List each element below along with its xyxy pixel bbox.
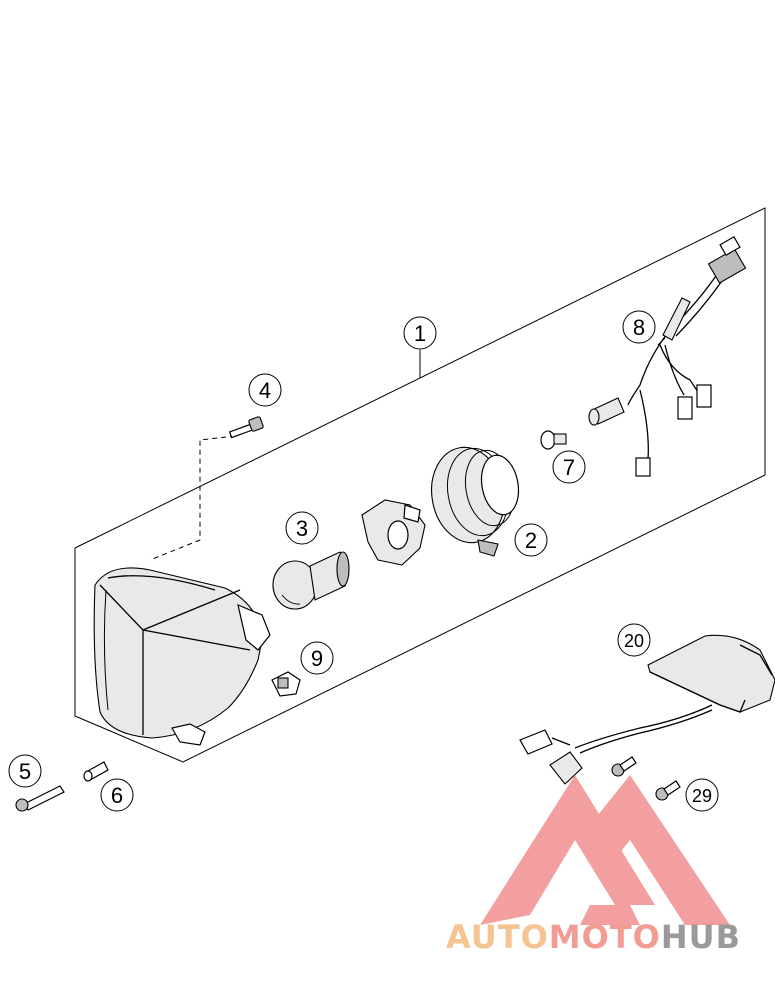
plate-lamp-part-20 xyxy=(519,634,775,785)
screw-part-29 xyxy=(611,756,681,801)
callout-label-3: 3 xyxy=(285,511,319,545)
callout-label-20: 20 xyxy=(617,623,651,657)
callout-label-4: 4 xyxy=(248,373,282,407)
svg-text:8: 8 xyxy=(633,315,645,340)
bolt-part-4 xyxy=(228,416,264,439)
bulb-part-3 xyxy=(272,551,350,610)
svg-text:9: 9 xyxy=(311,646,323,671)
callout-label-8: 8 xyxy=(622,310,656,344)
bolt-part-5 xyxy=(15,785,65,812)
small-bulb-part-7 xyxy=(540,430,567,450)
svg-text:4: 4 xyxy=(259,378,271,403)
sleeve-part-6 xyxy=(83,761,109,782)
retaining-ring xyxy=(361,499,426,566)
socket-part-9 xyxy=(271,671,301,697)
wiring-harness-part-8 xyxy=(588,235,747,477)
svg-text:29: 29 xyxy=(692,786,712,806)
watermark-text-moto: MOTO xyxy=(548,918,661,956)
callout-label-5: 5 xyxy=(8,754,42,788)
watermark-text: AUTOMOTOHUB xyxy=(446,918,741,956)
headlight-housing xyxy=(93,567,271,746)
callout-label-7: 7 xyxy=(552,450,586,484)
svg-text:3: 3 xyxy=(296,516,308,541)
svg-text:1: 1 xyxy=(414,321,426,346)
assembly-frame xyxy=(74,207,766,763)
rubber-boot-part-2 xyxy=(431,446,520,557)
watermark-logo xyxy=(480,775,730,925)
svg-text:5: 5 xyxy=(19,759,31,784)
callout-label-29: 29 xyxy=(685,778,719,812)
watermark-text-hub: HUB xyxy=(660,918,742,956)
callout-label-1: 1 xyxy=(403,316,437,350)
svg-text:20: 20 xyxy=(624,631,644,651)
svg-text:7: 7 xyxy=(563,455,575,480)
svg-text:6: 6 xyxy=(111,783,123,808)
watermark-triangle-icon xyxy=(480,775,730,925)
svg-text:2: 2 xyxy=(525,528,537,553)
callout-label-2: 2 xyxy=(514,523,548,557)
callout-label-6: 6 xyxy=(100,778,134,812)
watermark-text-auto: AUTO xyxy=(446,918,549,956)
leader-lines xyxy=(419,337,666,378)
callout-label-9: 9 xyxy=(300,641,334,675)
bolt-guide-dashed xyxy=(149,435,236,561)
